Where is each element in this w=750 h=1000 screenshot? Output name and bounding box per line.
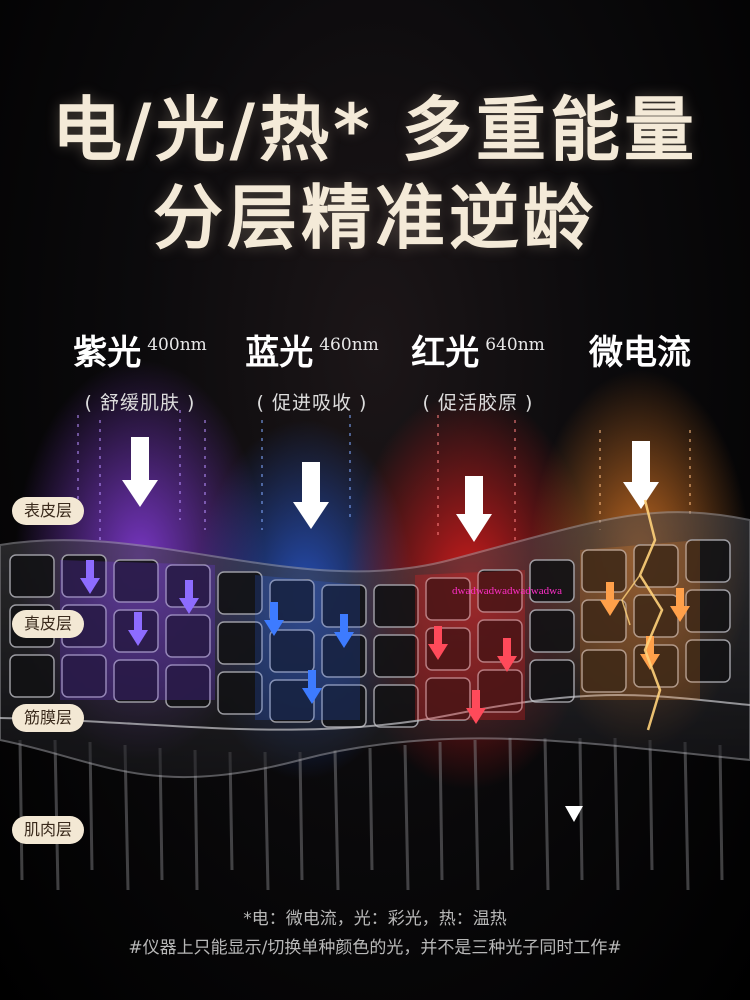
fascia-line	[0, 694, 750, 731]
light-name: 紫光	[73, 333, 142, 373]
light-unit: nm	[351, 335, 379, 355]
footnote-1: *电：微电流，光：彩光，热：温热	[243, 909, 507, 929]
watermark-text: dwadwadwadwadwadwa	[452, 585, 562, 597]
light-name: 红光	[411, 333, 480, 373]
light-microcurrent: 微电流	[550, 325, 730, 374]
light-wavelength: 400	[147, 335, 180, 355]
layer-label-epidermis: 表皮层	[12, 497, 85, 525]
purple-small-arrows	[80, 560, 199, 646]
layer-label-dermis: 真皮层	[12, 610, 85, 638]
blue-small-arrows	[264, 602, 354, 704]
lightning-bolt-icon	[638, 499, 664, 731]
white-arrow-purple-icon	[122, 437, 158, 507]
white-arrow-red-icon	[456, 476, 492, 542]
layer-label-muscle: 肌肉层	[12, 816, 85, 844]
red-cell-tint	[415, 570, 525, 720]
red-small-arrows	[428, 626, 517, 724]
footnote-2: #仪器上只能显示/切换单种颜色的光，并不是三种光子同时工作#	[128, 938, 622, 958]
light-benefit: ( 促进吸收 )	[256, 392, 368, 414]
headline-line-1: 电/光/热* 多重能量	[51, 89, 699, 171]
muscle-arrow-icon	[565, 806, 583, 822]
blue-cell-tint	[255, 575, 360, 720]
headline-line-2: 分层精准逆龄	[153, 177, 597, 259]
layer-label-fascia: 筋膜层	[12, 704, 85, 732]
lightning-branch-icon	[621, 574, 641, 626]
light-benefit: ( 促活胶原 )	[422, 392, 534, 414]
light-streaks	[77, 410, 691, 540]
light-unit: nm	[517, 335, 545, 355]
light-name: 蓝光	[245, 333, 314, 373]
white-arrow-blue-icon	[293, 462, 329, 529]
light-wavelength: 640	[485, 335, 518, 355]
orange-cell-tint	[580, 540, 700, 700]
cell-grid	[9, 539, 731, 728]
light-name: 微电流	[589, 333, 691, 373]
light-wavelength: 460	[319, 335, 352, 355]
white-arrow-orange-icon	[623, 441, 659, 509]
light-unit: nm	[179, 335, 207, 355]
light-benefit: ( 舒缓肌肤 )	[84, 392, 196, 414]
